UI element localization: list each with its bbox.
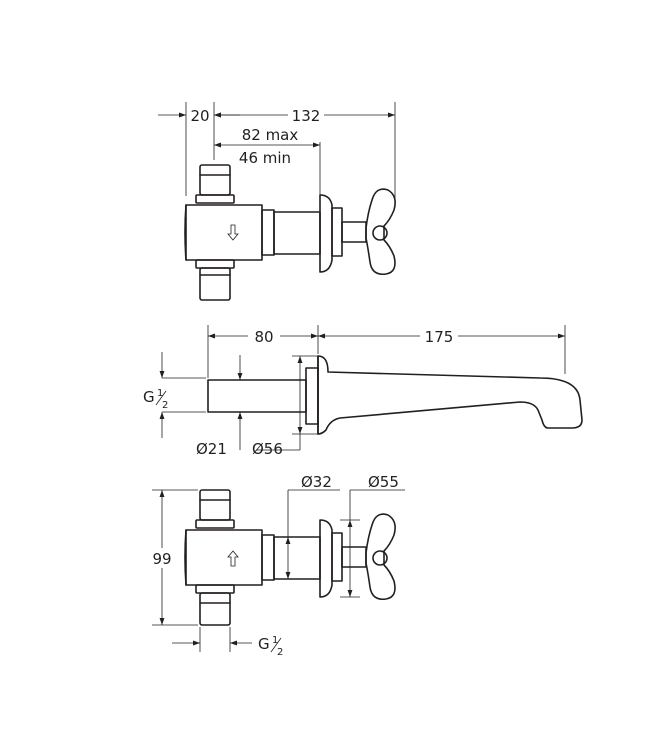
dia-21: Ø21 <box>196 440 227 458</box>
fraction-den-bottom: 2 <box>277 647 283 658</box>
thread-g-label: G <box>143 388 155 406</box>
dim-175: 175 <box>425 328 454 346</box>
thread-callout-spout: G 1 2 <box>143 388 168 411</box>
top-view: 20 132 82 max 46 min <box>158 102 396 301</box>
valve-sleeve-bottom <box>273 536 321 580</box>
bottom-view: 99 Ø32 Ø55 G 1 2 <box>147 473 405 658</box>
rosette-flange-bottom <box>319 519 333 598</box>
valve-sleeve <box>273 211 321 255</box>
spout-view: 80 175 G 1 2 Ø21 Ø56 <box>143 325 583 458</box>
handle-spindle-bottom <box>341 546 367 568</box>
cross-handle-bottom <box>365 513 396 601</box>
spout-body <box>207 355 583 435</box>
dia-56: Ø56 <box>252 440 283 458</box>
rosette-collar <box>331 207 343 257</box>
dim-132: 132 <box>292 107 321 125</box>
arrow-down-icon <box>227 224 239 241</box>
handle-spindle <box>341 221 367 243</box>
dim-20: 20 <box>190 107 209 125</box>
valve-body-bottom <box>184 489 275 626</box>
dia-32: Ø32 <box>301 473 332 491</box>
dim-99: 99 <box>152 550 171 568</box>
dim-82-max: 82 max <box>242 126 299 144</box>
cross-handle <box>365 188 396 276</box>
fraction-num-bottom: 1 <box>272 635 278 646</box>
dia-55: Ø55 <box>368 473 399 491</box>
rosette-collar-bottom <box>331 532 343 582</box>
valve-body <box>184 164 275 301</box>
dim-46-min: 46 min <box>239 149 291 167</box>
dim-80: 80 <box>254 328 273 346</box>
thread-g-bottom-label: G <box>258 635 270 653</box>
rosette-flange <box>319 194 333 273</box>
arrow-up-icon <box>227 550 239 567</box>
fraction-num: 1 <box>157 388 163 399</box>
fraction-den: 2 <box>162 400 168 411</box>
thread-callout-bottom: G 1 2 <box>258 635 283 658</box>
